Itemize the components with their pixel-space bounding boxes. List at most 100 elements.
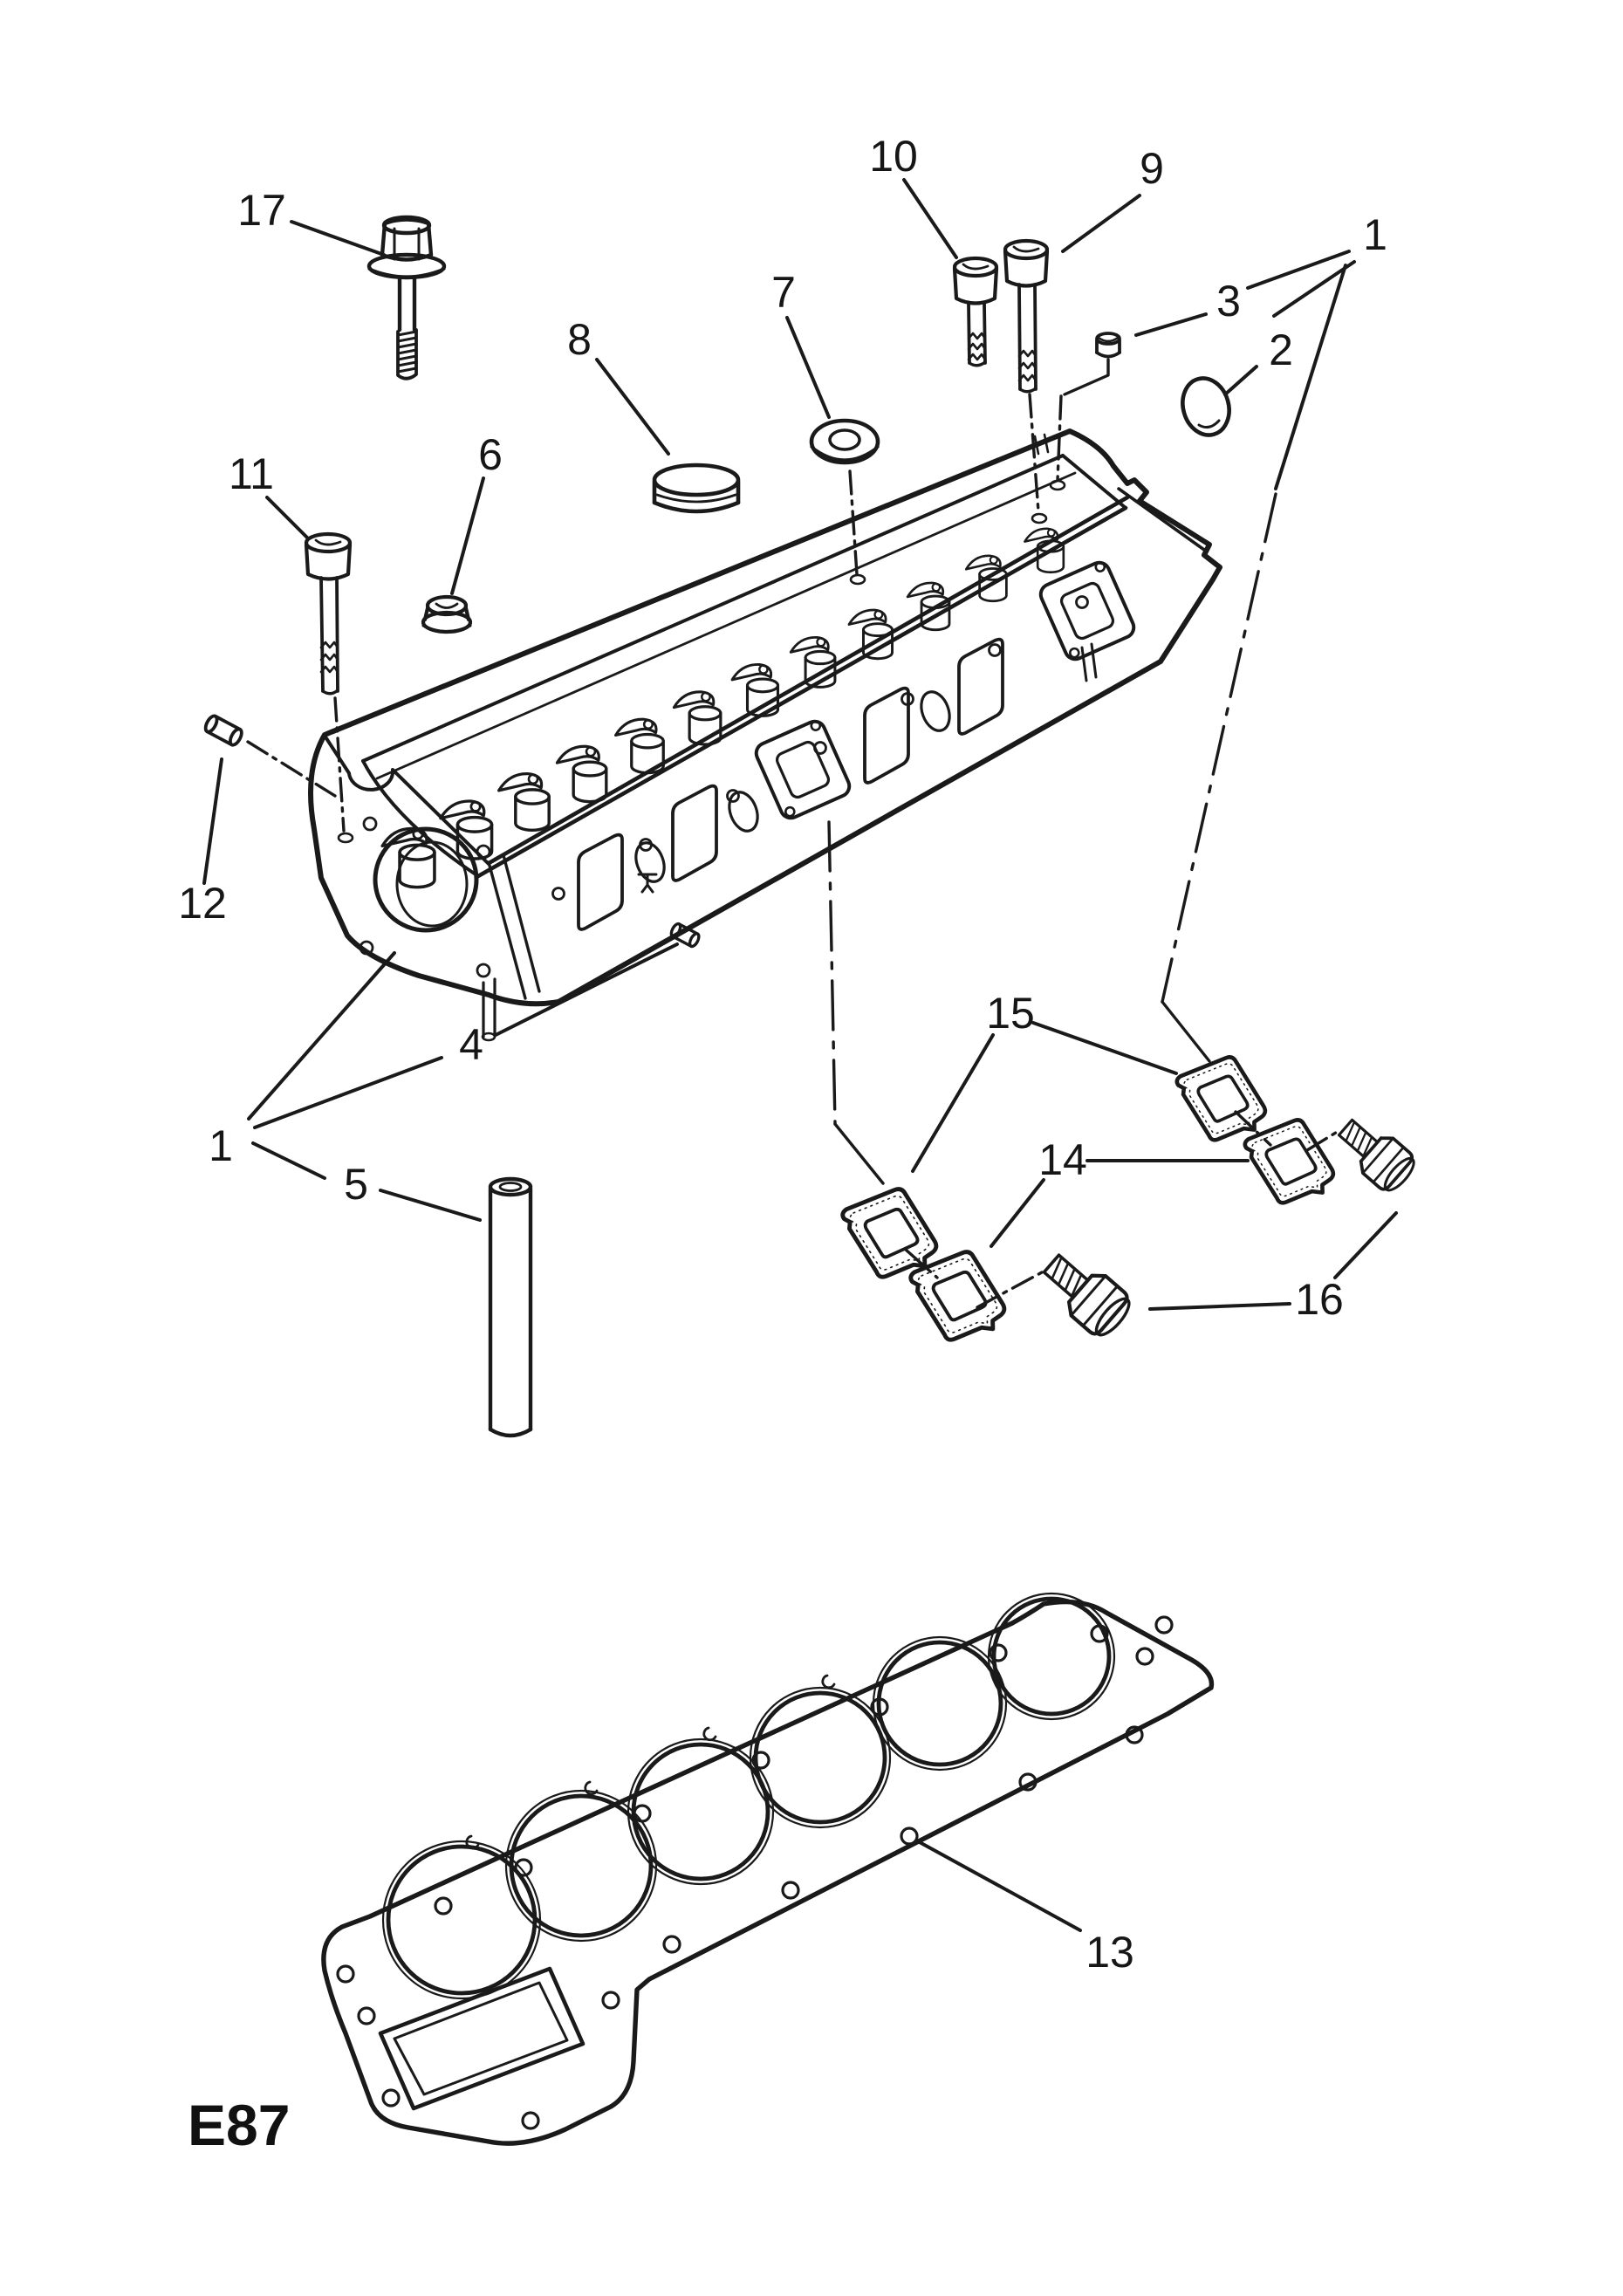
leader-1-top-c (1274, 264, 1347, 490)
manifold-gasket-14-upper (1243, 1111, 1340, 1214)
gasket-bolt-holes (336, 1615, 1174, 2130)
leader-11 (265, 496, 309, 539)
align-head-to-lower-gaskets (827, 820, 837, 1126)
callout-1-bottom-label: 1 (209, 1121, 233, 1170)
leader-5 (379, 1189, 482, 1222)
tray-floor-line (375, 471, 1077, 780)
hanging-stud (482, 977, 496, 1038)
callout-14-label: 14 (1038, 1135, 1087, 1184)
right-end-band (1117, 487, 1206, 552)
align-head-to-upper-gaskets (1161, 492, 1277, 1004)
leader-16-b (1333, 1211, 1398, 1279)
casting-mark (637, 873, 658, 894)
socket-head-bolt-11 (304, 531, 353, 696)
callout-13-label: 13 (1085, 1928, 1134, 1977)
axis-bolt-upper (1305, 1129, 1340, 1152)
leader-13 (916, 1840, 1082, 1932)
figure-code: E87 (188, 2093, 290, 2157)
leader-1-bottom-c (251, 1141, 326, 1180)
centerline-washer-7 (848, 469, 859, 576)
leader-7 (785, 316, 831, 419)
dowel-pin-12 (203, 714, 243, 747)
manifold-bolt-16-upper (1328, 1108, 1422, 1199)
centerline-bolt-11 (333, 696, 346, 833)
leader-1-top-b (1272, 260, 1356, 318)
leader-14-b (990, 1178, 1045, 1248)
leader-15-a (1031, 1021, 1178, 1075)
socket-head-bolt-9 (1003, 238, 1050, 394)
alignment-elbows (833, 358, 1211, 1185)
seal-ring-7 (809, 418, 880, 465)
front-rim-bolt-holes (551, 595, 1089, 901)
leader-3 (1134, 312, 1208, 337)
callout-3-label: 3 (1216, 277, 1241, 326)
callout-labels: 17 10 9 1 3 2 8 7 6 11 12 4 1 5 15 14 16… (178, 132, 1387, 1977)
callout-11-label: 11 (229, 449, 274, 498)
leader-4 (494, 942, 679, 1037)
callout-10-label: 10 (869, 132, 918, 181)
elbow-lower-gaskets (833, 1122, 885, 1185)
manifold-bolt-16-lower (1034, 1244, 1136, 1342)
callout-7-label: 7 (771, 268, 796, 317)
leader-8 (595, 358, 670, 456)
axis-gaskets-lower (904, 1248, 939, 1279)
oval-plug-2 (1181, 376, 1231, 437)
end-face-step (487, 853, 541, 1000)
tray-ends (361, 454, 1127, 878)
leader-2 (1223, 365, 1258, 396)
cap-nut-3 (1095, 332, 1121, 359)
cap-nut-3-elbow (1063, 358, 1110, 396)
callout-2-label: 2 (1269, 326, 1293, 374)
callout-6-label: 6 (478, 430, 503, 479)
gasket-window (378, 1966, 586, 2111)
end-face (325, 737, 541, 1042)
callout-16-label: 16 (1295, 1275, 1344, 1324)
elbow-upper-gaskets (1161, 1000, 1211, 1063)
centerline-cap-nut-3b (1056, 394, 1063, 482)
big-bore-hole (373, 826, 479, 933)
leader-16-a (1148, 1302, 1291, 1311)
callout-1-top-label: 1 (1363, 210, 1387, 259)
callout-4-label: 4 (459, 1020, 483, 1069)
exhaust-flange-right (1038, 560, 1136, 661)
end-face-top-edge (325, 737, 490, 866)
callout-5-label: 5 (344, 1160, 368, 1209)
leader-1-bottom-b (253, 1056, 443, 1129)
head-outline (308, 428, 1222, 1007)
leader-15-b (911, 1033, 995, 1173)
leader-6 (450, 476, 485, 595)
head-gasket-outline (321, 1599, 1215, 2146)
tray-back-rim (361, 454, 1065, 763)
exhaust-flange-mid (754, 719, 852, 820)
gasket-crescent-marks (465, 1674, 836, 1850)
cup-plug-8 (652, 463, 741, 514)
leader-1-top-a (1246, 250, 1351, 290)
head-bolt-17 (366, 215, 447, 380)
centerline-bolt-9 (1028, 393, 1040, 513)
axis-bolt-lower (976, 1271, 1044, 1309)
center-lines (246, 393, 1340, 1309)
leader-1-bottom-a (247, 951, 396, 1121)
callout-12-label: 12 (178, 879, 227, 928)
leader-10 (902, 178, 958, 259)
socket-head-bolt-10 (952, 256, 999, 367)
leader-17 (290, 220, 386, 257)
axis-gaskets-upper (1234, 1110, 1272, 1147)
leader-lines (202, 178, 1398, 1932)
callout-17-label: 17 (237, 186, 286, 235)
flange-nut-6 (421, 594, 473, 634)
leader-9 (1061, 194, 1141, 253)
dowel-pin-4 (669, 922, 701, 949)
cylinder-head-drawing (308, 428, 1222, 1042)
callout-15-label: 15 (986, 989, 1035, 1038)
head-gasket-13 (321, 1592, 1215, 2146)
tray-front-rim (476, 495, 1130, 879)
flange-stud (1080, 642, 1098, 682)
leader-12 (202, 757, 223, 885)
callout-8-label: 8 (567, 315, 592, 364)
long-alignment-lines (827, 492, 1277, 1126)
valve-guide-5 (488, 1176, 533, 1438)
centerline-pin-12 (246, 740, 337, 798)
